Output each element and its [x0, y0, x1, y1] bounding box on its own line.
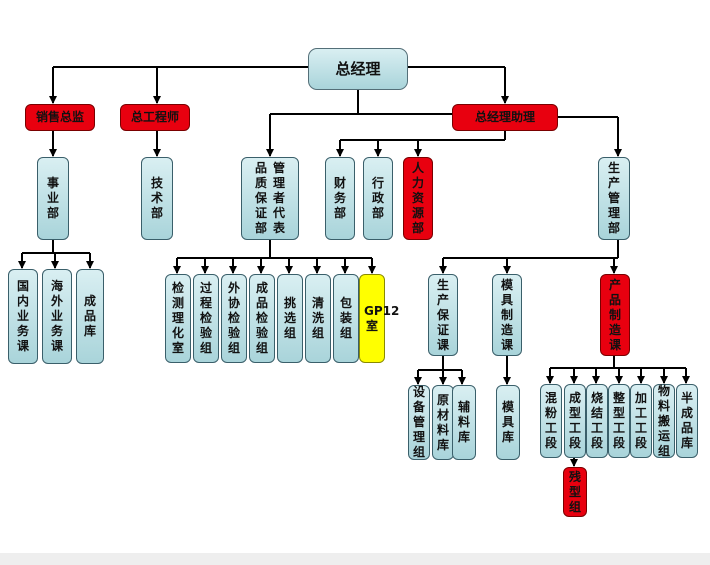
equipment-mgmt-box: 设备管理组: [408, 385, 430, 460]
packing-box: 包装组: [333, 274, 359, 363]
shaping-label: 整型工段: [612, 391, 625, 450]
machining-label: 加工工段: [634, 391, 647, 450]
mold-making-box: 模具制造课: [492, 274, 522, 356]
sintering-label: 烧结工段: [590, 391, 603, 450]
forming-label: 成型工段: [568, 391, 581, 450]
semi-store-box: 半成品库: [676, 384, 698, 458]
tech-dept-label: 技术部: [150, 176, 163, 220]
finance-dept-label: 财务部: [333, 176, 346, 220]
domestic-sales-box: 国内业务课: [8, 269, 38, 364]
finance-dept-box: 财务部: [325, 157, 355, 240]
overseas-sales-box: 海外业务课: [42, 269, 72, 364]
material-transport-box: 物料搬运组: [653, 384, 675, 458]
tech-dept-box: 技术部: [141, 157, 173, 240]
packing-label: 包装组: [339, 296, 352, 340]
finished-inspection-box: 成品检验组: [249, 274, 275, 363]
mold-store-box: 模具库: [496, 385, 520, 460]
mixing-label: 混粉工段: [544, 391, 557, 450]
chief-engineer-label: 总工程师: [130, 110, 179, 124]
equipment-mgmt-label: 设备管理组: [412, 385, 425, 459]
production-assurance-box: 生产保证课: [428, 274, 458, 356]
gm-assistant-box: 总经理助理: [452, 104, 558, 131]
business-dept-label: 事业部: [46, 176, 59, 220]
forming-box: 成型工段: [564, 384, 586, 458]
remnant-label: 残型组: [568, 469, 581, 514]
gp12-box: GP12室: [359, 274, 400, 363]
sales-director-box: 销售总监: [25, 104, 95, 131]
product-making-label: 产品制造课: [608, 277, 621, 352]
general-manager-box: 总经理: [308, 48, 408, 90]
material-transport-label: 物料搬运组: [657, 383, 670, 458]
hr-dept-box: 人力资源部: [403, 157, 433, 240]
finished-store-label: 成品库: [83, 294, 96, 338]
shaping-box: 整型工段: [608, 384, 630, 458]
raw-material-store-box: 原材料库: [432, 385, 454, 460]
sorting-label: 挑选组: [283, 296, 296, 340]
hr-dept-label: 人力资源部: [411, 161, 424, 235]
sorting-box: 挑选组: [277, 274, 303, 363]
gm-assistant-label: 总经理助理: [474, 110, 535, 124]
semi-store-label: 半成品库: [680, 391, 693, 450]
outsourcing-inspection-box: 外协检验组: [221, 274, 247, 363]
lab-box: 检测理化室: [165, 274, 191, 363]
cleaning-box: 清洗组: [305, 274, 331, 363]
admin-dept-label: 行政部: [371, 176, 384, 220]
mold-making-label: 模具制造课: [500, 277, 513, 352]
overseas-sales-label: 海外业务课: [50, 279, 63, 353]
finished-store-box: 成品库: [76, 269, 104, 364]
auxiliary-store-box: 辅料库: [452, 385, 476, 460]
gp12-label: GP12室: [364, 303, 400, 333]
finished-inspection-label: 成品检验组: [255, 281, 268, 355]
remnant-box: 残型组: [563, 467, 587, 517]
process-inspection-box: 过程检验组: [193, 274, 219, 363]
sales-director-label: 销售总监: [35, 110, 84, 124]
mgmt-rep-label: 管理者代表: [272, 161, 285, 235]
auxiliary-store-label: 辅料库: [457, 400, 470, 444]
mold-store-label: 模具库: [501, 400, 514, 444]
quality-dept-box: 品质保证部 管理者代表: [241, 157, 299, 240]
general-manager-label: 总经理: [335, 59, 381, 78]
business-dept-box: 事业部: [37, 157, 69, 240]
domestic-sales-label: 国内业务课: [16, 279, 29, 353]
production-assurance-label: 生产保证课: [436, 277, 449, 352]
admin-dept-box: 行政部: [363, 157, 393, 240]
raw-material-store-label: 原材料库: [436, 392, 449, 452]
process-inspection-label: 过程检验组: [199, 281, 212, 355]
quality-dept-label: 品质保证部: [254, 161, 267, 235]
production-dept-box: 生产管理部: [598, 157, 630, 240]
footer-bar: [0, 553, 710, 565]
sintering-box: 烧结工段: [586, 384, 608, 458]
cleaning-label: 清洗组: [311, 296, 324, 340]
machining-box: 加工工段: [630, 384, 652, 458]
chief-engineer-box: 总工程师: [120, 104, 190, 131]
product-making-box: 产品制造课: [600, 274, 630, 356]
production-dept-label: 生产管理部: [607, 161, 620, 235]
mixing-box: 混粉工段: [540, 384, 562, 458]
lab-label: 检测理化室: [171, 281, 184, 355]
outsourcing-inspection-label: 外协检验组: [227, 281, 240, 355]
